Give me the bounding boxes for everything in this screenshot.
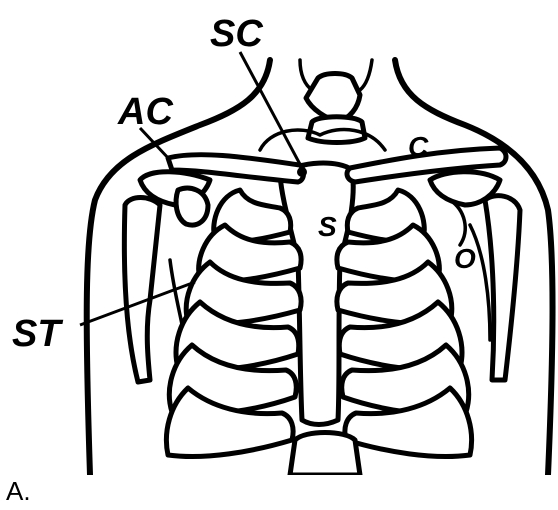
label-ac: AC	[117, 91, 173, 133]
label-o: O	[454, 243, 476, 274]
label-c: C	[408, 131, 429, 162]
left-ribcage	[166, 190, 301, 457]
figure-caption: A.	[6, 476, 31, 507]
label-s: S	[318, 211, 337, 242]
right-ribcage	[337, 190, 472, 457]
lower-vertebra	[290, 433, 360, 476]
chest-anatomy-diagram: SC AC C S O ST	[0, 0, 558, 475]
label-st: ST	[12, 313, 63, 355]
label-sc: SC	[210, 13, 263, 55]
